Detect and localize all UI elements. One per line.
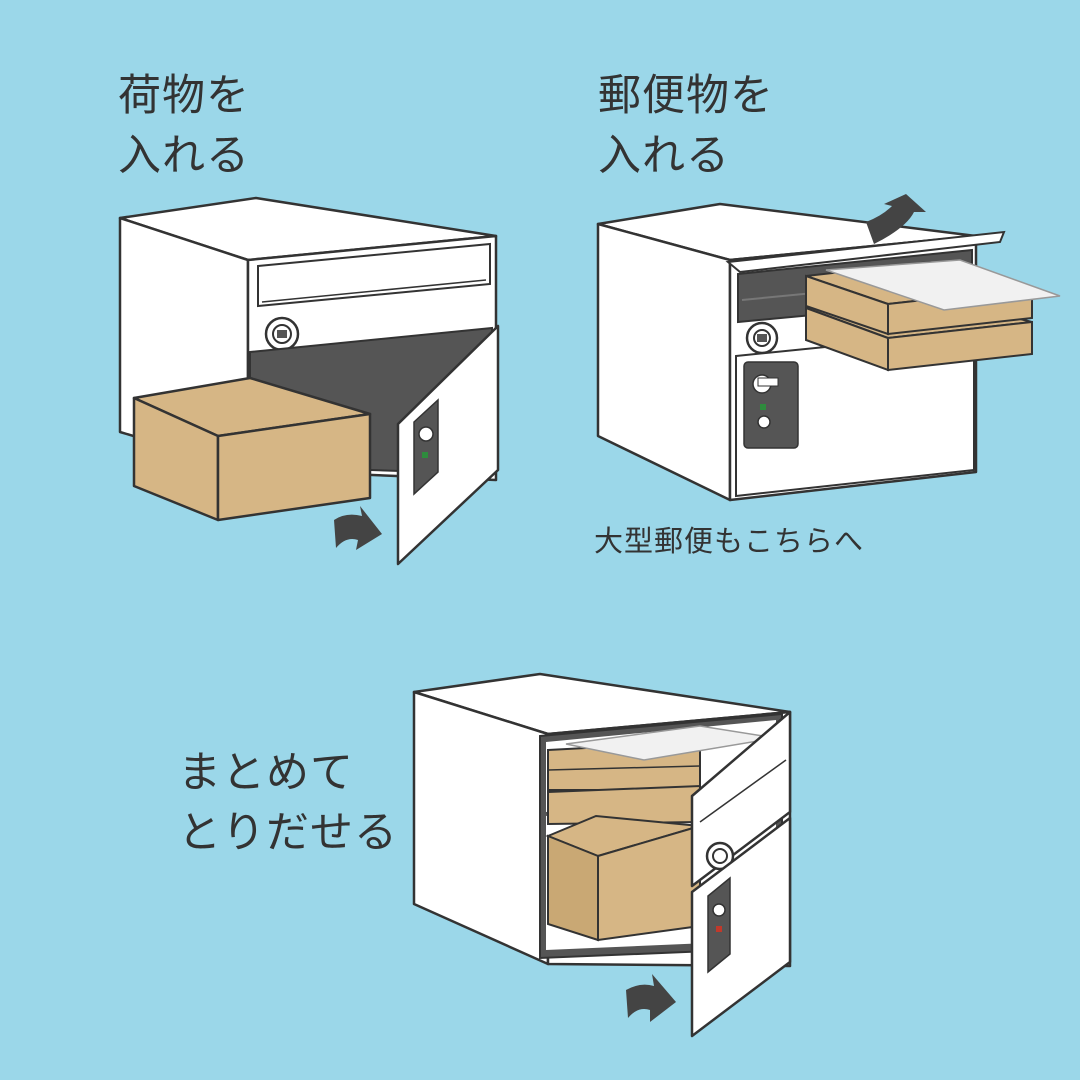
package-label-line1: 荷物を	[118, 71, 250, 121]
mail-slot-panel	[257, 242, 491, 308]
dial-lock-icon	[745, 321, 779, 355]
package-label-line2: 入れる	[118, 131, 250, 181]
retrieve-label-line1: まとめて	[178, 748, 354, 798]
large-mail-note: 大型郵便もこちらへ	[594, 523, 864, 559]
large-mail-note-text: 大型郵便もこちらへ	[594, 524, 865, 558]
package-box	[545, 814, 701, 942]
box-side-face	[596, 222, 732, 502]
package-mailbox-illustration	[118, 196, 500, 566]
dial-lock-icon	[705, 841, 735, 871]
arrow-right-icon	[626, 974, 676, 1022]
handle-lock-icon	[413, 398, 439, 496]
package-insert-label: 荷物を 入れる	[118, 66, 250, 186]
dial-lock-icon	[264, 316, 300, 352]
stacked-packages	[805, 259, 1061, 372]
mail-label-line2: 入れる	[598, 131, 730, 181]
mail-insert-label: 郵便物を 入れる	[598, 66, 774, 186]
arrow-up-icon	[866, 194, 926, 244]
retrieve-mailbox-illustration	[412, 672, 792, 1038]
package-box	[132, 376, 372, 522]
paper-sheet	[825, 259, 1061, 311]
arrow-right-icon	[334, 506, 382, 550]
stacked-packages	[547, 725, 777, 826]
handle-lock-icon	[743, 361, 799, 449]
open-door[interactable]	[396, 324, 500, 566]
box-side-face	[412, 690, 550, 966]
mail-slot-flap[interactable]	[725, 230, 1006, 274]
retrieve-label: まとめて とりだせる	[178, 743, 398, 863]
mail-label-line1: 郵便物を	[598, 71, 774, 121]
mail-mailbox-illustration	[596, 194, 1061, 502]
handle-lock-icon	[707, 876, 731, 974]
lower-door[interactable]	[690, 816, 792, 1038]
retrieve-label-line2: とりだせる	[178, 808, 398, 858]
